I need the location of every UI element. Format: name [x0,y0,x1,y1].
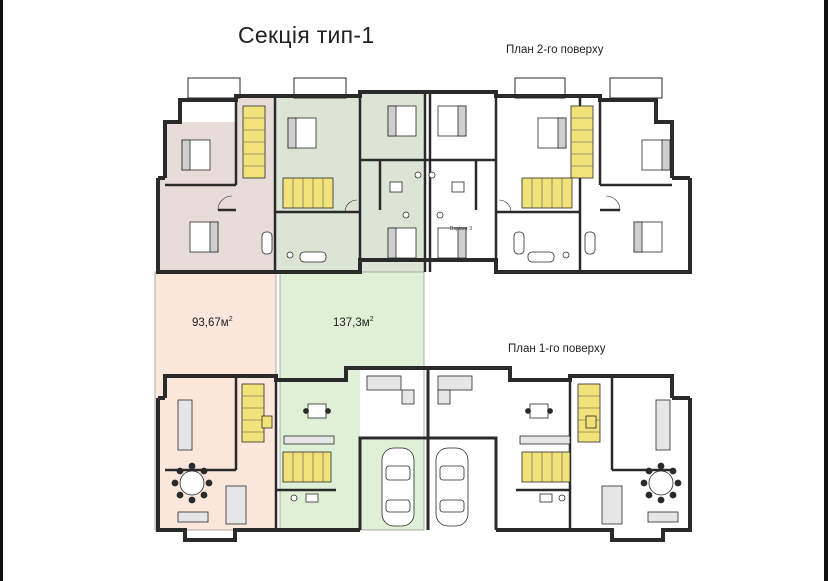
left-plot-area-label: 93,67м2 [192,316,233,329]
ground-floor-plan [156,366,692,542]
upper-floor-plan-label: План 2-го поверху [506,44,604,56]
garage-cars [381,447,469,527]
section-title: Секція тип-1 [238,22,375,48]
upper-floor-plan: Варіант 3 [156,77,692,274]
ground-floor-plan-label: План 1-го поверху [508,343,606,355]
center-plot-area-label: 137,3м2 [333,316,374,329]
left-frame-border [0,0,3,581]
right-frame-border [824,0,828,581]
variant-note: Варіант 3 [450,226,472,232]
